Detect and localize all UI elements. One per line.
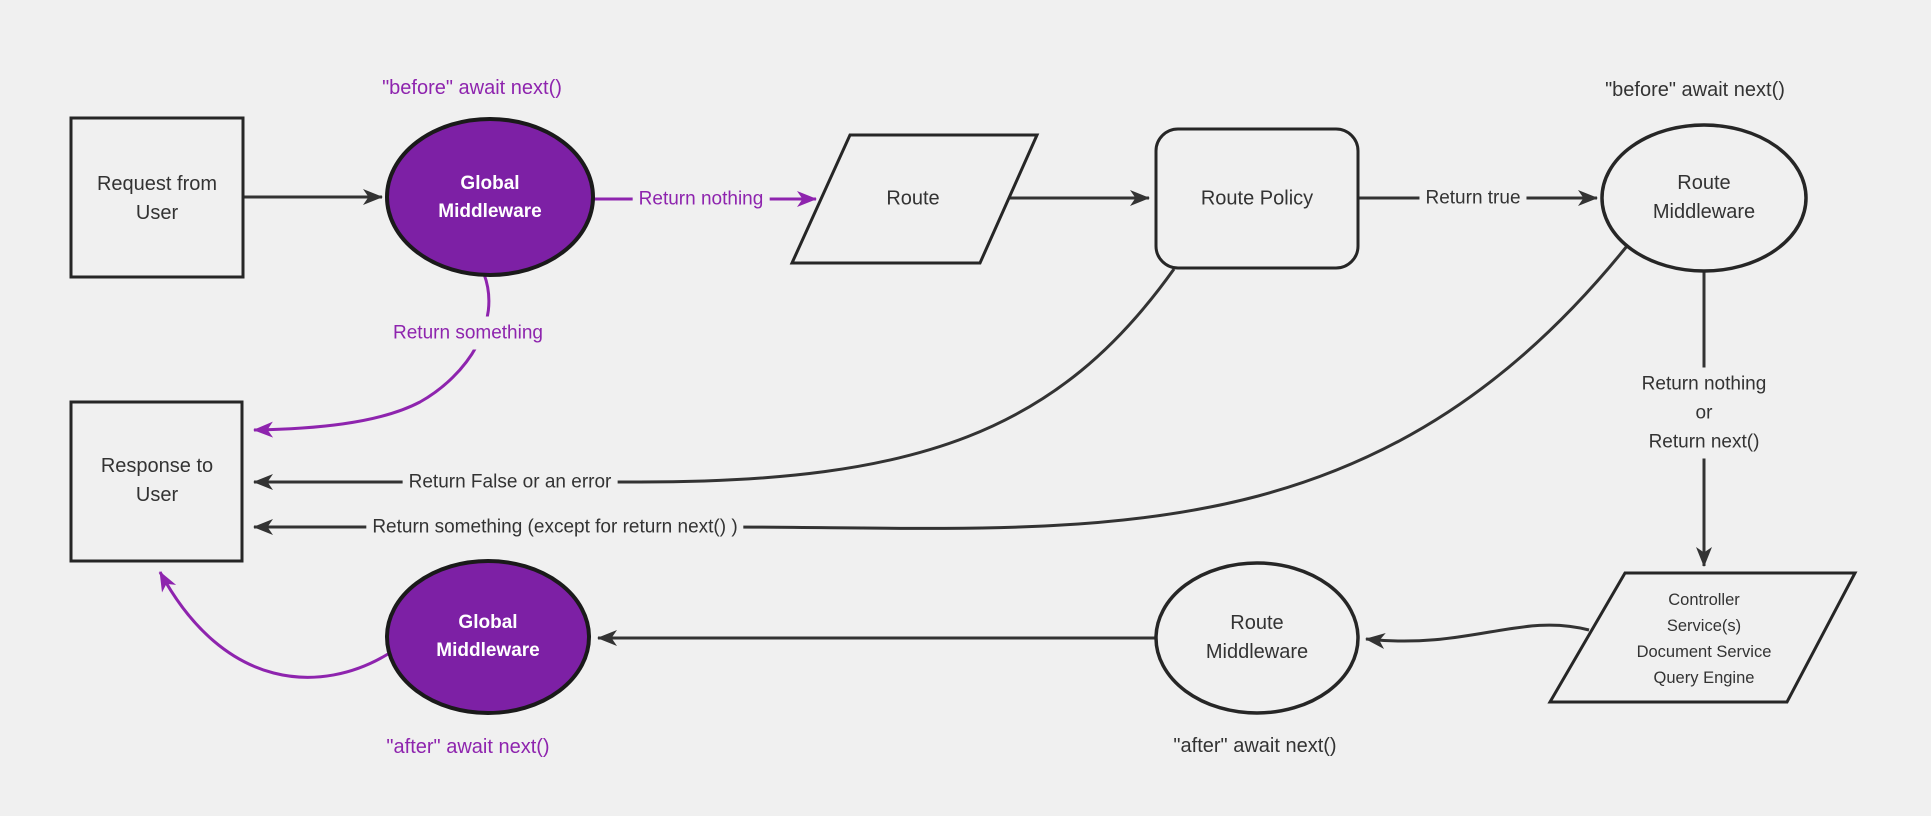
node-response-shape xyxy=(69,400,244,563)
edge-controller-to-route-middleware-bottom xyxy=(1365,623,1590,649)
edge-global-middleware-to-response xyxy=(158,571,389,679)
edge-route-policy-to-response xyxy=(253,268,1176,490)
node-route-shape xyxy=(789,133,1040,265)
node-global-middleware-top-shape xyxy=(385,117,595,277)
node-global-middleware-bottom-shape xyxy=(385,559,591,715)
node-controller-shape xyxy=(1547,571,1858,704)
node-route-middleware-top-shape xyxy=(1600,123,1808,273)
node-route-policy-shape xyxy=(1154,127,1360,270)
edge-route-middleware-to-response xyxy=(253,245,1629,535)
node-request-shape xyxy=(69,116,245,279)
node-route-middleware-bottom-shape xyxy=(1154,561,1360,715)
edge-global-middleware-return-something xyxy=(253,273,491,438)
